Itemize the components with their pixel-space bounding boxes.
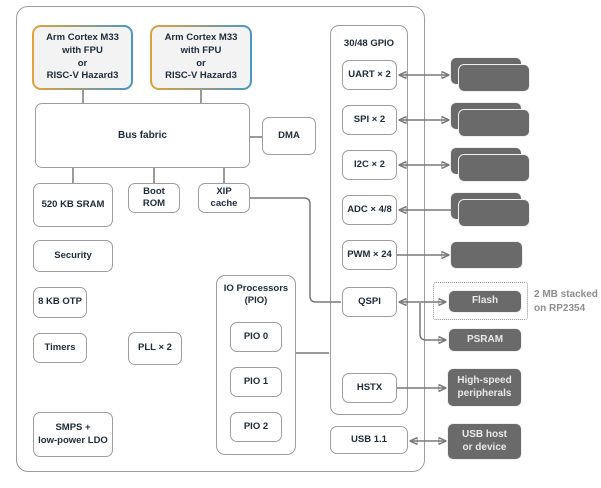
hs-peripherals-line: High-speed (457, 375, 512, 386)
pio0-block: PIO 0 (230, 322, 282, 352)
otp-label: 8 KB OTP (38, 296, 82, 308)
timers-block: Timers (33, 333, 87, 363)
pll-block: PLL × 2 (128, 332, 182, 365)
flash-label: Flash (471, 295, 499, 307)
xip-cache-line: XIP (216, 185, 232, 197)
cpu0-line: RISC-V Hazard3 (46, 70, 119, 82)
pio-title-line: (PIO) (244, 294, 268, 306)
gpio-pins-stack (458, 154, 530, 182)
dma-block: DMA (262, 117, 316, 155)
flash-note-line: on RP2354 (534, 302, 586, 314)
usb-label: USB 1.1 (351, 433, 387, 445)
gpio-title-line: 30/48 GPIO (343, 38, 395, 49)
hs-peripherals-line: peripherals (457, 387, 512, 399)
i2c-label: I2C × 2 (354, 158, 385, 170)
otp-block: 8 KB OTP (33, 287, 87, 318)
xip-cache-block: XIP cache (198, 183, 250, 213)
cpu0-line: with FPU (62, 44, 103, 56)
adc-block: ADC × 4/8 (342, 195, 397, 225)
xip-cache-line: cache (210, 198, 238, 209)
pll-label: PLL × 2 (138, 342, 172, 354)
pwm-label: PWM × 24 (347, 248, 392, 260)
usb-host-line: USB host (462, 429, 507, 440)
psram-block: PSRAM (448, 328, 522, 352)
boot-rom-line: ROM (142, 198, 166, 209)
cpu1-line: Arm Cortex M33 (164, 32, 238, 44)
i2c-block: I2C × 2 (342, 150, 397, 180)
dma-label: DMA (278, 129, 300, 141)
pio2-label: PIO 2 (243, 420, 269, 432)
smps-block: SMPS + low-power LDO (33, 412, 113, 457)
usb-host-line: or device (462, 441, 507, 453)
security-block: Security (33, 240, 113, 272)
sram-block: 520 KB SRAM (33, 183, 113, 227)
cpu-core-1: Arm Cortex M33 with FPU or RISC-V Hazard… (150, 25, 252, 90)
pwm-block: PWM × 24 (342, 240, 397, 270)
hstx-block: HSTX (342, 373, 397, 403)
bus-fabric-block: Bus fabric (35, 103, 250, 168)
boot-rom-block: Boot ROM (128, 183, 180, 213)
sram-label: 520 KB SRAM (41, 198, 105, 210)
usb-host-block: USB host or device (447, 423, 522, 460)
pio1-label: PIO 1 (243, 375, 269, 387)
flash-note: 2 MB stacked on RP2354 (534, 288, 600, 315)
qspi-block: QSPI (342, 287, 397, 317)
cpu0-line: or (77, 57, 88, 69)
gpio-pins-stack (458, 109, 530, 137)
spi-label: SPI × 2 (353, 113, 386, 125)
security-label: Security (54, 249, 92, 261)
uart-label: UART × 2 (348, 68, 391, 80)
cpu0-line: Arm Cortex M33 (46, 32, 119, 44)
pwm-pins-block (450, 241, 523, 269)
pio0-label: PIO 0 (243, 330, 269, 342)
flash-note-line: 2 MB stacked (534, 289, 598, 300)
pio-title: IO Processors (PIO) (216, 283, 296, 307)
bus-fabric-label: Bus fabric (118, 130, 167, 141)
hstx-label: HSTX (356, 381, 383, 393)
flash-block: Flash (448, 290, 522, 313)
spi-block: SPI × 2 (342, 105, 397, 135)
cpu1-line: with FPU (180, 44, 222, 56)
usb-block: USB 1.1 (330, 426, 408, 454)
psram-label: PSRAM (466, 333, 504, 345)
gpio-pins-stack (458, 199, 530, 227)
gpio-pins-stack (458, 64, 530, 92)
boot-rom-line: Boot (143, 185, 165, 197)
cpu1-line: RISC-V Hazard3 (165, 70, 237, 82)
smps-line: SMPS + (55, 422, 91, 434)
pio2-block: PIO 2 (230, 412, 282, 442)
smps-line: low-power LDO (38, 434, 108, 446)
timers-label: Timers (44, 341, 76, 353)
uart-block: UART × 2 (342, 60, 397, 90)
qspi-label: QSPI (358, 295, 381, 307)
hs-peripherals-block: High-speed peripherals (447, 368, 522, 407)
cpu1-line: or (196, 57, 206, 69)
cpu-core-0: Arm Cortex M33 with FPU or RISC-V Hazard… (32, 25, 133, 90)
gpio-title: 30/48 GPIO (330, 38, 408, 50)
pio1-block: PIO 1 (230, 367, 282, 397)
adc-label: ADC × 4/8 (347, 203, 392, 215)
pio-title-line: IO Processors (223, 283, 289, 294)
